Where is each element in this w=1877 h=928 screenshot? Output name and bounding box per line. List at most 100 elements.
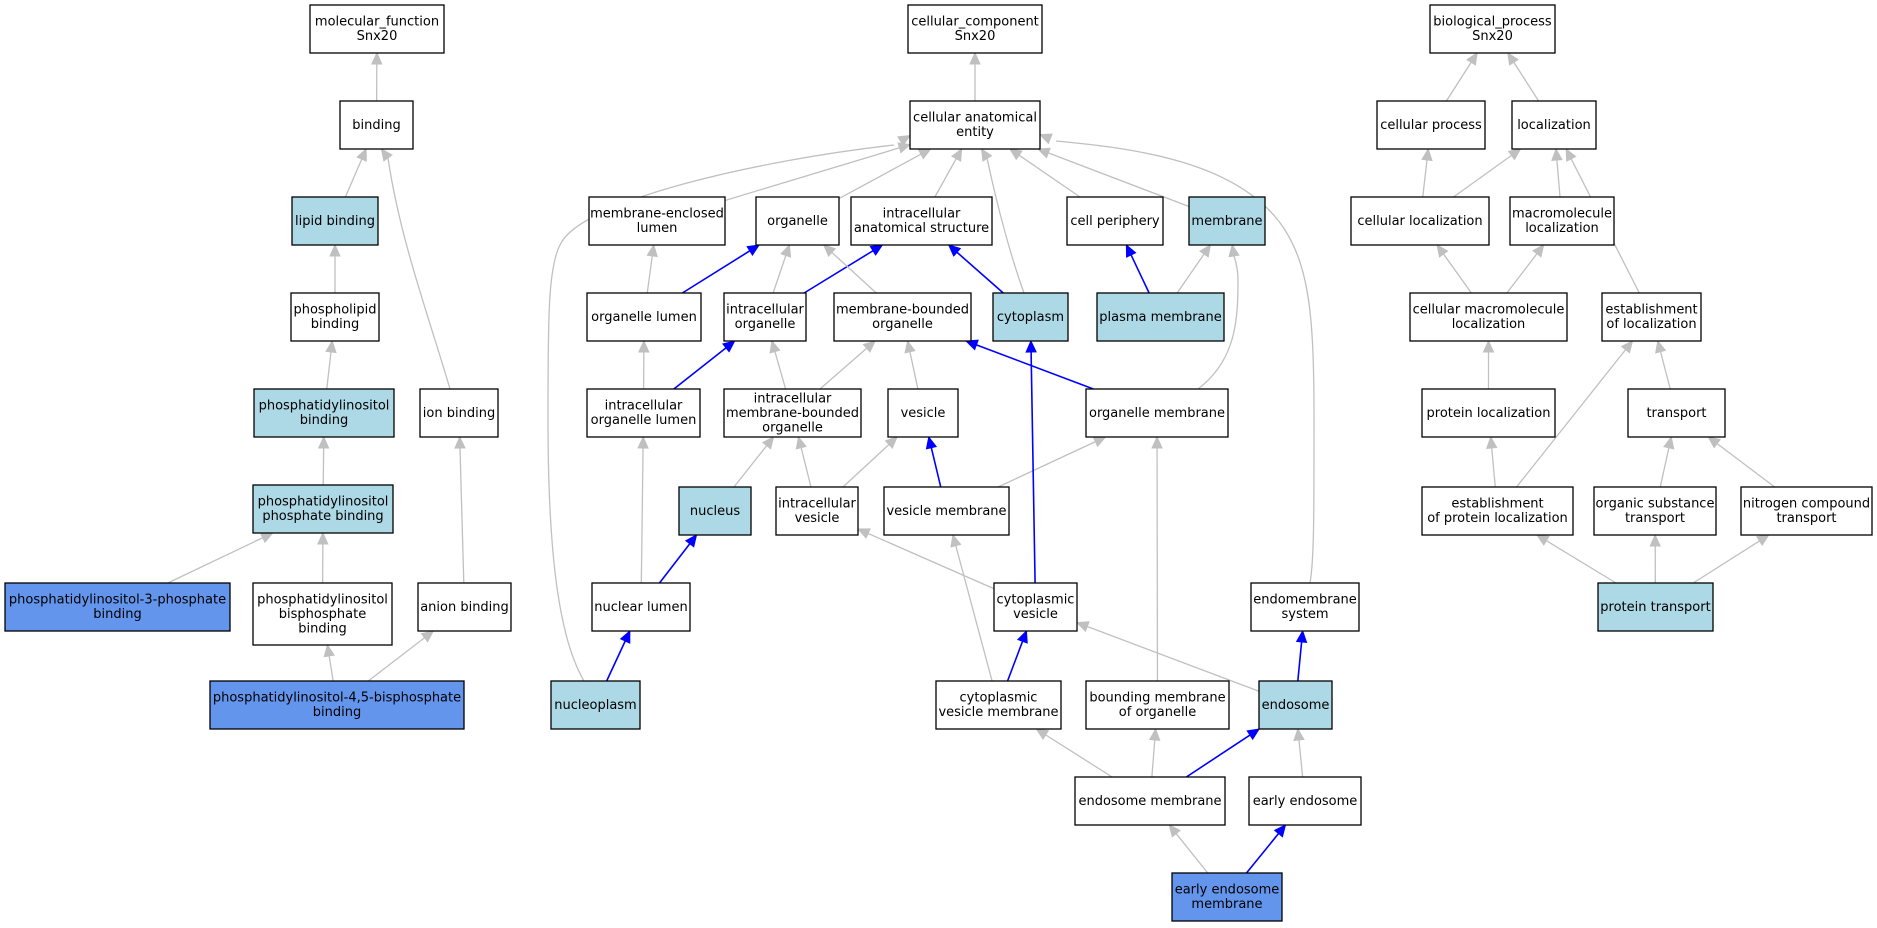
node-cellular-process[interactable]: cellular process bbox=[1376, 100, 1486, 150]
node-label-line: transport bbox=[1625, 511, 1685, 526]
node-endosome[interactable]: endosome bbox=[1258, 680, 1333, 730]
edge-protein_transport-to-epl-arrowhead bbox=[1535, 534, 1550, 546]
node-label-line: phosphate binding bbox=[262, 509, 383, 524]
edge-imbo-to-mbo-line bbox=[819, 347, 868, 390]
node-label-line: phosphatidylinositol-4,5-bisphosphate bbox=[213, 691, 461, 706]
node-binding[interactable]: binding bbox=[339, 100, 414, 150]
edge-io-to-organelle-arrowhead bbox=[780, 243, 792, 258]
edge-nuclear_lumen-to-iol bbox=[637, 435, 649, 584]
node-vesicle[interactable]: vesicle bbox=[887, 388, 959, 438]
node-anion-binding[interactable]: anion binding bbox=[417, 582, 512, 632]
node-box bbox=[1096, 292, 1225, 342]
edge-cytoplasm-to-ias-line bbox=[956, 251, 1004, 294]
edge-nuclear_lumen-to-nucleus bbox=[658, 534, 698, 584]
edge-ost-to-transport bbox=[1659, 435, 1675, 488]
edge-nct-to-transport bbox=[1707, 436, 1776, 488]
node-cellular-localization[interactable]: cellular localization bbox=[1350, 196, 1490, 246]
node-protein-localization[interactable]: protein localization bbox=[1421, 388, 1556, 438]
node-organelle-lumen[interactable]: organelle lumen bbox=[586, 292, 702, 342]
edge-nucleoplasm-to-cae-line bbox=[547, 144, 895, 682]
edge-nct-to-transport-line bbox=[1716, 443, 1776, 488]
edge-pi45bp_binding-to-pibp_binding-arrowhead bbox=[323, 643, 335, 658]
node-plasma-membrane[interactable]: plasma membrane bbox=[1096, 292, 1225, 342]
node-organelle[interactable]: organelle bbox=[755, 196, 840, 246]
node-nucleus[interactable]: nucleus bbox=[678, 486, 752, 536]
node-vesicle-membrane[interactable]: vesicle membrane bbox=[883, 486, 1010, 536]
node-label-line: nucleoplasm bbox=[554, 698, 636, 713]
edge-early_endosome-to-endosome bbox=[1293, 727, 1305, 778]
node-lipid-binding[interactable]: lipid binding bbox=[291, 196, 379, 246]
node-ion-binding[interactable]: ion binding bbox=[419, 388, 499, 438]
edge-nucleus-to-imbo-line bbox=[733, 445, 768, 488]
edge-epl-to-protein_localization-line bbox=[1491, 447, 1496, 488]
node-early-endosome[interactable]: early endosome bbox=[1248, 776, 1362, 826]
node-cell-periphery[interactable]: cell periphery bbox=[1066, 196, 1164, 246]
node-localization[interactable]: localization bbox=[1511, 100, 1597, 150]
node-label-line: endosome bbox=[1262, 698, 1330, 713]
node-endosome-membrane[interactable]: endosome membrane bbox=[1074, 776, 1226, 826]
node-organelle-membrane[interactable]: organelle membrane bbox=[1085, 388, 1229, 438]
edge-iv-to-vesicle-line bbox=[842, 443, 890, 488]
edge-iol-to-io-arrowhead bbox=[722, 340, 736, 353]
node-box bbox=[1421, 486, 1574, 536]
edge-endomembrane-to-cae-arrowhead bbox=[1038, 133, 1053, 145]
node-label-line: Snx20 bbox=[955, 29, 996, 44]
edge-endosome-to-endomembrane-arrowhead bbox=[1295, 629, 1308, 644]
edge-membrane-to-cae-arrowhead bbox=[1036, 147, 1051, 159]
edge-epl-to-eol-line bbox=[1516, 349, 1627, 488]
edge-epl-to-eol-arrowhead bbox=[1620, 340, 1634, 354]
edge-membrane-to-cae-line bbox=[1048, 152, 1190, 208]
edge-pi3p_binding-to-pip_binding-arrowhead bbox=[259, 532, 274, 544]
edge-lipid_binding-to-binding-line bbox=[344, 158, 363, 198]
edge-cellular_localization-to-localization-arrowhead bbox=[1507, 148, 1522, 161]
node-transport[interactable]: transport bbox=[1627, 388, 1726, 438]
edge-cellular_process-to-biological_process-line bbox=[1445, 61, 1472, 102]
edge-vesicle_membrane-to-organelle_membrane-line bbox=[997, 441, 1096, 488]
node-box bbox=[4, 582, 231, 632]
edge-io-to-organelle bbox=[772, 243, 792, 294]
node-pi45bp-binding[interactable]: phosphatidylinositol-4,5-bisphosphatebin… bbox=[209, 680, 465, 730]
node-protein-transport[interactable]: protein transport bbox=[1597, 582, 1714, 632]
edge-cvm-to-vesicle_membrane-arrowhead bbox=[950, 533, 962, 548]
edge-mbo-to-organelle bbox=[822, 244, 877, 294]
node-nucleoplasm[interactable]: nucleoplasm bbox=[550, 680, 641, 730]
node-label-line: cytoplasmic bbox=[997, 593, 1075, 608]
edge-cv-to-iv bbox=[856, 528, 995, 590]
node-cytoplasm[interactable]: cytoplasm bbox=[992, 292, 1069, 342]
edge-cml-to-macromolecule_localization-arrowhead bbox=[1532, 244, 1545, 258]
node-nuclear-lumen[interactable]: nuclear lumen bbox=[591, 582, 691, 632]
edge-localization-to-biological_process-line bbox=[1513, 61, 1540, 102]
node-label-line: phosphatidylinositol bbox=[258, 495, 389, 510]
node-label-line: bounding membrane bbox=[1089, 691, 1225, 706]
node-membrane[interactable]: membrane bbox=[1188, 196, 1266, 246]
edge-plasma_membrane-to-cell_periphery-line bbox=[1130, 254, 1150, 294]
